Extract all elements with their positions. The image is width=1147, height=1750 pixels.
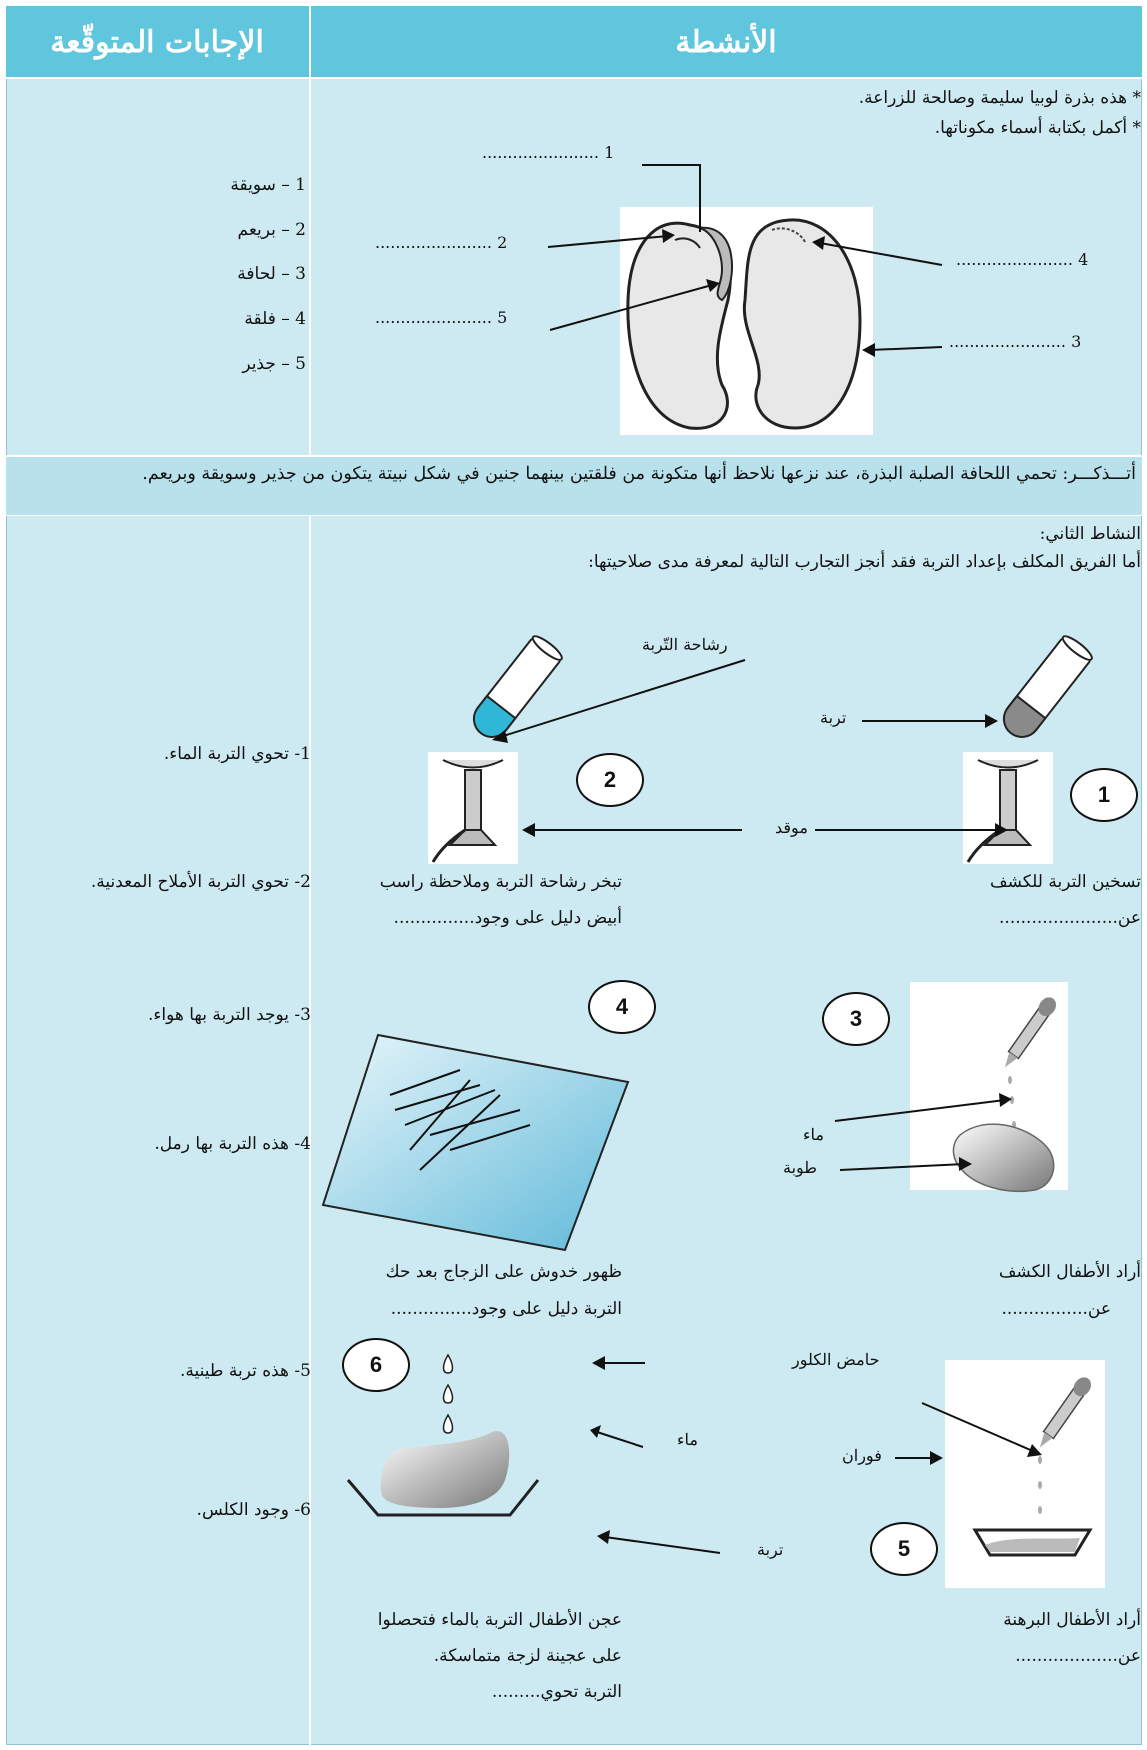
- soil-answer-2: 2- تحوي التربة الأملاح المعدنية.: [91, 870, 311, 894]
- soil-answer-3: 3- يوجد التربة بها هواء.: [148, 1003, 311, 1027]
- experiment-5-number: 5: [870, 1522, 938, 1576]
- experiment-5-caption-2: عن...................: [1015, 1644, 1141, 1668]
- soil-label-6: تربة: [757, 1540, 783, 1559]
- fizz-label: فوران: [842, 1446, 882, 1465]
- experiment-6-caption-2: على عجينة لزجة متماسكة.: [434, 1644, 622, 1668]
- experiment-6-number: 6: [342, 1338, 410, 1392]
- soil-answer-1: 1- تحوي التربة الماء.: [164, 742, 311, 766]
- experiment-5-caption-1: أراد الأطفال البرهنة: [1003, 1608, 1141, 1632]
- soil-answer-4: 4- هذه التربة بها رمل.: [154, 1132, 311, 1156]
- soil-answer-6: 6- وجود الكلس.: [197, 1498, 311, 1522]
- acid-label: حامض الكلور: [792, 1350, 879, 1369]
- soil-answer-5: 5- هذه تربة طينية.: [180, 1359, 311, 1383]
- experiment-6-caption-1: عجن الأطفال التربة بالماء فتحصلوا: [378, 1608, 622, 1632]
- water-label-6: ماء: [677, 1430, 698, 1449]
- experiment-6-caption-3: التربة تحوي.........: [492, 1680, 622, 1704]
